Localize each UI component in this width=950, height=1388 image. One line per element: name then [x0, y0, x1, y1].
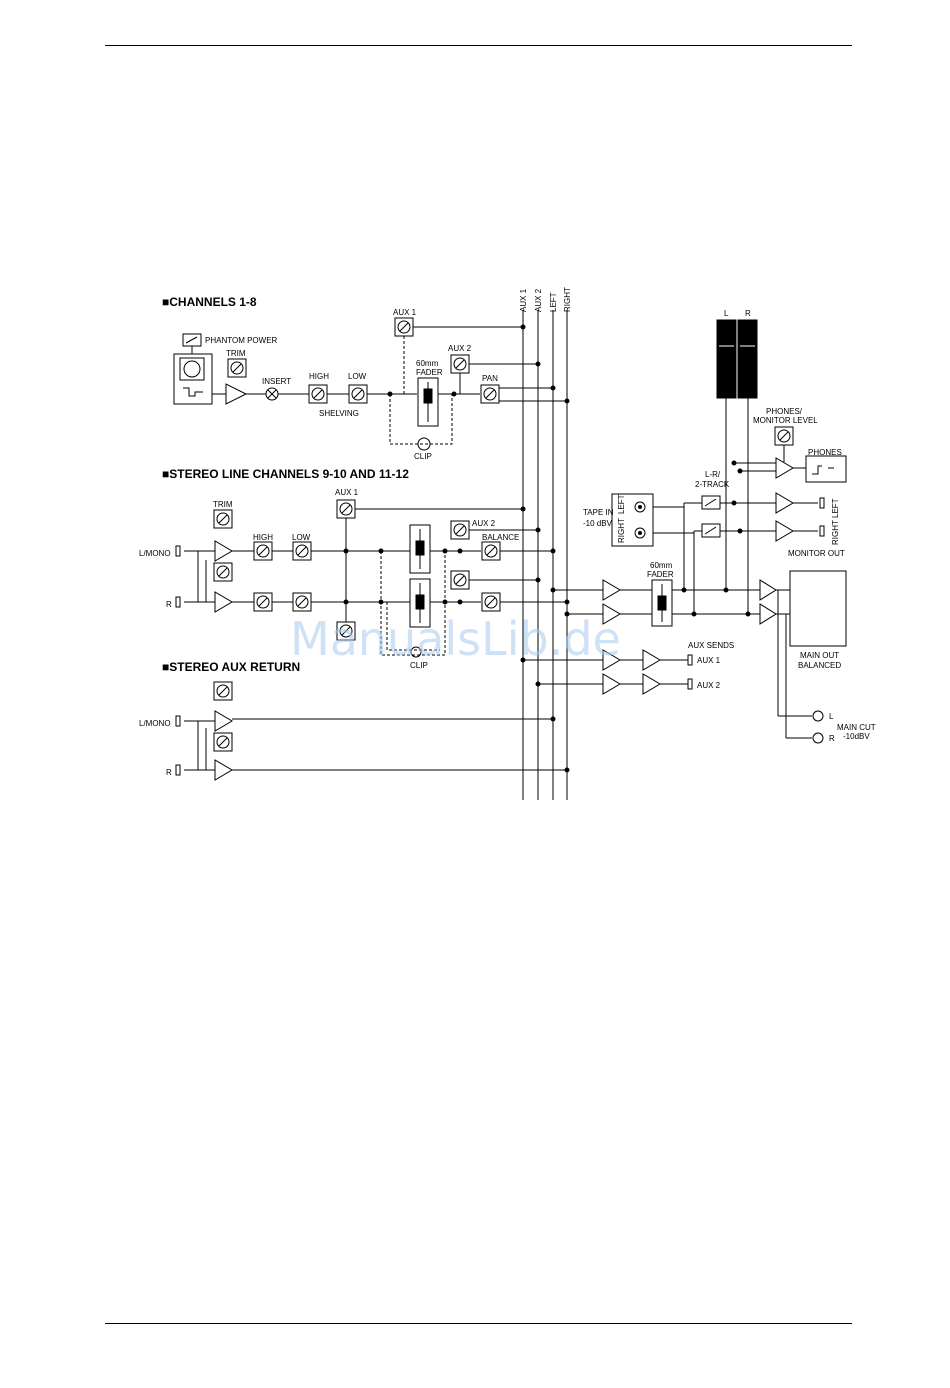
- aux-return-block: L/MONO R: [139, 681, 570, 781]
- meter-l-label: L: [724, 309, 729, 318]
- section-stereo-line: ■STEREO LINE CHANNELS 9-10 AND 11-12: [162, 467, 409, 481]
- aux2-label-ch: AUX 2: [448, 344, 472, 353]
- master-fader-size: 60mm: [650, 561, 673, 570]
- monitor-out-label: MONITOR OUT: [788, 549, 845, 558]
- fader-label: FADER: [416, 368, 443, 377]
- phones-monitor-label-2: MONITOR LEVEL: [753, 416, 818, 425]
- fader-size-label: 60mm: [416, 359, 439, 368]
- main-cut-l-label: L: [829, 712, 834, 721]
- aux2-label-line: AUX 2: [472, 519, 496, 528]
- aux-send-2-label: AUX 2: [697, 681, 721, 690]
- trim-label-line: TRIM: [213, 500, 233, 509]
- monitor-left-label: LEFT: [831, 498, 840, 518]
- top-rule: [105, 45, 852, 46]
- master-block: 60mm FADER MAIN OUT BALANCED L R MAIN CU…: [520, 309, 876, 744]
- balance-label: BALANCE: [482, 533, 519, 542]
- aux1-label-ch: AUX 1: [393, 308, 417, 317]
- main-cut-level-label: -10dBV: [843, 732, 870, 741]
- high-label-line: HIGH: [253, 533, 273, 542]
- main-cut-r-label: R: [829, 734, 835, 743]
- clip-label-ch: CLIP: [414, 452, 432, 461]
- insert-label: INSERT: [262, 377, 291, 386]
- trim-label: TRIM: [226, 349, 246, 358]
- bus-label-left: LEFT: [549, 292, 558, 312]
- tape-in-right-label: RIGHT: [617, 518, 626, 543]
- l-mono-label-line: L/MONO: [139, 549, 171, 558]
- r-label-line: R: [166, 600, 172, 609]
- pan-label: PAN: [482, 374, 498, 383]
- tape-in-left-label: LEFT: [617, 494, 626, 514]
- section-stereo-aux-return: ■STEREO AUX RETURN: [162, 660, 300, 674]
- low-label-line: LOW: [292, 533, 311, 542]
- stereo-line-block: L/MONO R TRIM HIGH LOW: [139, 488, 570, 670]
- low-label: LOW: [348, 372, 367, 381]
- high-label: HIGH: [309, 372, 329, 381]
- aux-send-1-label: AUX 1: [697, 656, 721, 665]
- tape-in-level-label: -10 dBV: [583, 519, 613, 528]
- bus-label-aux1: AUX 1: [519, 288, 528, 312]
- channels-1-8-block: PHANTOM POWER TRIM INSERT HIGH LOW SHELV…: [173, 308, 570, 461]
- phones-monitor-label-1: PHONES/: [766, 407, 803, 416]
- tape-in-label: TAPE IN: [583, 508, 614, 517]
- lr-2track-label-2: 2-TRACK: [695, 480, 730, 489]
- monitor-right-label: RIGHT: [831, 520, 840, 545]
- master-fader-label: FADER: [647, 570, 674, 579]
- bottom-rule: [105, 1323, 852, 1324]
- main-out-label: MAIN OUT: [800, 651, 839, 660]
- bus-label-aux2: AUX 2: [534, 288, 543, 312]
- shelving-label: SHELVING: [319, 409, 359, 418]
- clip-label-line: CLIP: [410, 661, 428, 670]
- aux1-label-line: AUX 1: [335, 488, 359, 497]
- phantom-power-label: PHANTOM POWER: [205, 336, 278, 345]
- aux-sends-label: AUX SENDS: [688, 641, 734, 650]
- main-cut-label: MAIN CUT: [837, 723, 876, 732]
- l-mono-label-return: L/MONO: [139, 719, 171, 728]
- meter-r-label: R: [745, 309, 751, 318]
- lr-2track-label-1: L-R/: [705, 470, 721, 479]
- main-out-balanced-label: BALANCED: [798, 661, 841, 670]
- bus-label-right: RIGHT: [563, 287, 572, 312]
- section-channels-1-8: ■CHANNELS 1-8: [162, 295, 257, 309]
- watermark: ManualsLib.de: [290, 612, 621, 666]
- bus-lines: [522, 310, 568, 800]
- phones-label: PHONES: [808, 448, 842, 457]
- r-label-return: R: [166, 768, 172, 777]
